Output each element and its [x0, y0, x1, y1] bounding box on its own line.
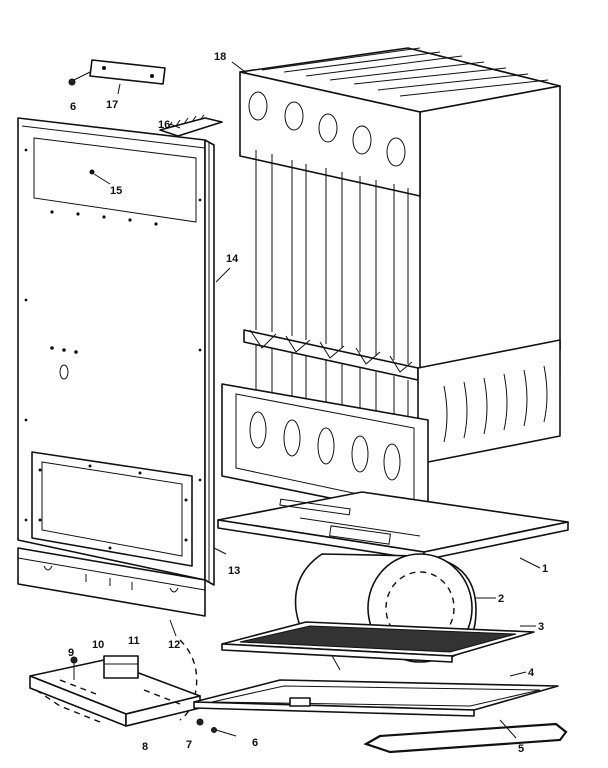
callout-8: 8 [142, 741, 148, 753]
callout-10: 10 [92, 639, 104, 651]
callout-14: 14 [226, 253, 239, 265]
parts-8-11-control-assembly [29, 655, 201, 727]
callout-7: 7 [186, 739, 192, 751]
callout-9: 9 [68, 647, 74, 659]
callout-6-bottom: 6 [252, 737, 258, 749]
part-17-top-bracket [89, 59, 166, 95]
callout-13: 13 [228, 565, 240, 577]
burner-frame [221, 383, 429, 519]
callout-16: 16 [158, 119, 170, 131]
callout-11: 11 [128, 635, 140, 647]
callout-2: 2 [498, 593, 504, 605]
part-18-heat-exchanger [239, 47, 561, 465]
part-5-rod [363, 722, 568, 754]
callout-labels: 18 17 6 16 15 14 13 12 11 10 9 8 7 6 1 2… [68, 51, 548, 755]
callout-6-top: 6 [70, 101, 76, 113]
callout-15: 15 [110, 185, 122, 197]
fasteners-6-7-bottom [196, 718, 237, 737]
callout-5: 5 [518, 743, 524, 755]
front-access-panel [17, 117, 215, 586]
callout-1: 1 [542, 563, 548, 575]
part-4-base-frame [193, 679, 559, 717]
callout-4: 4 [528, 667, 535, 679]
part-12-bottom-rail [17, 547, 206, 617]
part-1-mounting-plate [217, 491, 569, 561]
leader-lines [93, 61, 541, 739]
part-16-clip [159, 114, 223, 137]
screw-6-top [68, 71, 91, 86]
part-3-filter [221, 621, 535, 663]
callout-3: 3 [538, 621, 544, 633]
callout-17: 17 [106, 99, 118, 111]
callout-18: 18 [214, 51, 226, 63]
callout-12: 12 [168, 639, 180, 651]
